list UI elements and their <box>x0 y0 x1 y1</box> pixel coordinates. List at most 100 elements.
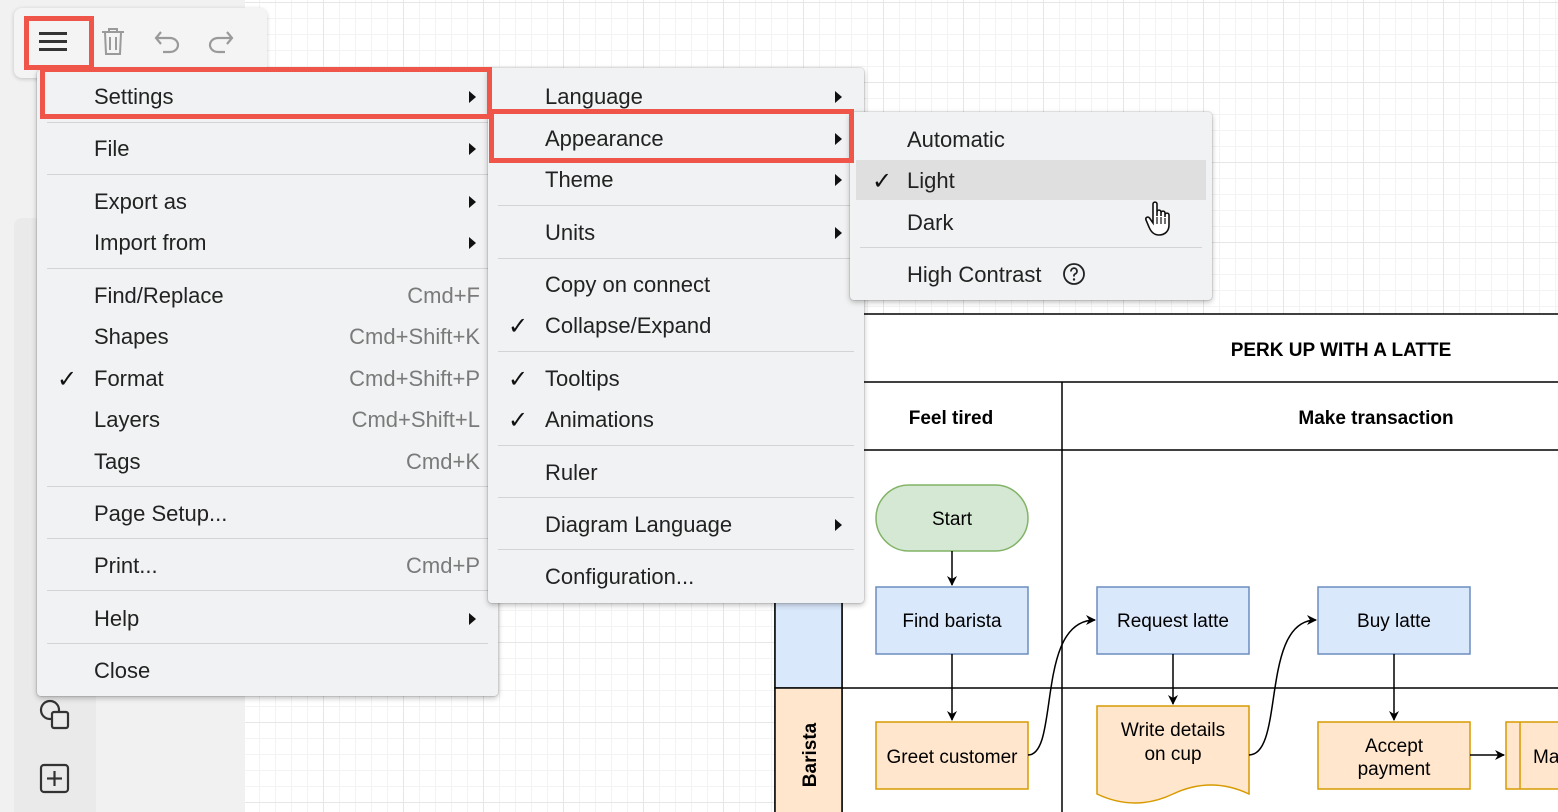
appearance-submenu: Automatic ✓ Light Dark High Contrast <box>850 112 1212 300</box>
hand-cursor-icon <box>1145 201 1170 236</box>
menu-item-page-setup[interactable]: Page Setup... <box>37 493 498 533</box>
submenu-arrow-icon <box>469 237 476 249</box>
greet-customer-label: Greet customer <box>887 747 1019 768</box>
menu-item-print[interactable]: Print... Cmd+P <box>37 545 498 585</box>
trash-icon <box>102 28 124 55</box>
submenu-arrow-icon <box>835 174 842 186</box>
menu-item-export-as[interactable]: Export as <box>37 181 498 221</box>
menu-item-label: Format <box>94 366 164 391</box>
menu-item-settings[interactable]: Settings <box>37 76 498 116</box>
menu-item-copy-on-connect[interactable]: Copy on connect <box>488 264 864 304</box>
hamburger-menu-icon <box>39 32 67 51</box>
main-menu: Settings File Export as Import from Find… <box>37 70 498 696</box>
request-latte-node[interactable] <box>1096 586 1250 655</box>
menu-item-automatic[interactable]: Automatic <box>850 119 1212 159</box>
partial-node[interactable] <box>1505 721 1558 790</box>
undo-icon <box>154 31 180 54</box>
menu-item-label: Layers <box>94 407 161 432</box>
menu-item-label: Help <box>94 606 140 631</box>
menu-item-label: Copy on connect <box>545 272 711 297</box>
add-icon[interactable] <box>38 762 72 796</box>
menu-item-label: Theme <box>545 167 614 192</box>
menu-item-animations[interactable]: ✓ Animations <box>488 399 864 439</box>
buy-latte-label: Buy latte <box>1357 611 1431 632</box>
question-circle-icon[interactable] <box>1062 262 1086 286</box>
menu-item-appearance[interactable]: Appearance <box>488 118 864 158</box>
menu-item-diagram-language[interactable]: Diagram Language <box>488 504 864 544</box>
menu-button[interactable] <box>30 18 76 64</box>
menu-item-dark[interactable]: Dark <box>850 202 1212 242</box>
menu-item-find-replace[interactable]: Find/Replace Cmd+F <box>37 275 498 315</box>
settings-submenu: Language Appearance Theme Units Copy on … <box>488 68 864 603</box>
menu-item-label: Diagram Language <box>545 512 733 537</box>
menu-item-label: Light <box>907 168 955 193</box>
menu-item-tooltips[interactable]: ✓ Tooltips <box>488 358 864 398</box>
greet-customer-node[interactable] <box>875 721 1029 790</box>
menu-item-label: High Contrast <box>907 262 1042 287</box>
submenu-arrow-icon <box>835 91 842 103</box>
menu-item-label: Dark <box>907 210 954 235</box>
shortcut-label: Cmd+F <box>407 283 480 308</box>
menu-item-label: Language <box>545 84 643 109</box>
column-make-transaction: Make transaction <box>1298 408 1453 429</box>
submenu-arrow-icon <box>835 133 842 145</box>
menu-item-label: Configuration... <box>545 564 695 589</box>
checkmark-icon: ✓ <box>508 366 529 393</box>
menu-item-layers[interactable]: Layers Cmd+Shift+L <box>37 399 498 439</box>
menu-item-label: Appearance <box>545 126 664 151</box>
undo-button[interactable] <box>144 18 190 64</box>
submenu-arrow-icon <box>835 519 842 531</box>
checkmark-icon: ✓ <box>872 168 893 195</box>
menu-item-shapes[interactable]: Shapes Cmd+Shift+K <box>37 316 498 356</box>
menu-item-help[interactable]: Help <box>37 598 498 638</box>
submenu-arrow-icon <box>469 143 476 155</box>
edge-write-buy[interactable] <box>1248 615 1317 756</box>
start-node-label: Start <box>932 509 973 530</box>
menu-item-file[interactable]: File <box>37 128 498 168</box>
menu-item-light[interactable]: ✓ Light <box>856 160 1206 200</box>
menu-item-close[interactable]: Close <box>37 650 498 690</box>
accept-payment-label-1: Accept <box>1365 736 1424 757</box>
menu-item-configuration[interactable]: Configuration... <box>488 556 864 596</box>
menu-item-label: Settings <box>94 84 174 109</box>
menu-item-ruler[interactable]: Ruler <box>488 452 864 492</box>
write-details-label-2: on cup <box>1144 744 1201 765</box>
shortcut-label: Cmd+K <box>406 449 480 474</box>
menu-item-units[interactable]: Units <box>488 212 864 252</box>
diagram-title: PERK UP WITH A LATTE <box>1231 340 1452 361</box>
menu-item-format[interactable]: ✓ Format Cmd+Shift+P <box>37 358 498 398</box>
find-barista-node[interactable] <box>875 586 1029 655</box>
shortcut-label: Cmd+Shift+L <box>351 407 480 432</box>
checkmark-icon: ✓ <box>57 366 78 393</box>
redo-button[interactable] <box>198 18 244 64</box>
write-details-label-1: Write details <box>1121 720 1225 741</box>
menu-item-label: Automatic <box>907 127 1005 152</box>
menu-item-label: Import from <box>94 230 207 255</box>
shortcut-label: Cmd+Shift+K <box>349 324 480 349</box>
menu-item-import-from[interactable]: Import from <box>37 222 498 262</box>
menu-item-theme[interactable]: Theme <box>488 159 864 199</box>
accept-payment-node[interactable] <box>1317 721 1471 790</box>
barista-lane-header[interactable] <box>774 687 843 812</box>
edge-greet-request[interactable] <box>1027 615 1096 756</box>
checkmark-icon: ✓ <box>508 407 529 434</box>
find-barista-label: Find barista <box>902 611 1002 632</box>
shortcut-label: Cmd+P <box>406 553 480 578</box>
shapes-icon[interactable] <box>38 698 72 732</box>
menu-item-high-contrast[interactable]: High Contrast <box>850 254 1212 294</box>
accept-payment-label-2: payment <box>1358 759 1432 780</box>
menu-item-label: Tags <box>94 449 141 474</box>
write-details-node[interactable] <box>1096 705 1250 804</box>
request-latte-label: Request latte <box>1117 611 1229 632</box>
menu-item-label: Close <box>94 658 151 683</box>
top-toolbar <box>14 8 267 78</box>
shortcut-label: Cmd+Shift+P <box>349 366 480 391</box>
menu-item-tags[interactable]: Tags Cmd+K <box>37 441 498 481</box>
delete-button[interactable] <box>90 18 136 64</box>
checkmark-icon: ✓ <box>508 313 529 340</box>
menu-item-collapse-expand[interactable]: ✓ Collapse/Expand <box>488 305 864 345</box>
menu-item-language[interactable]: Language <box>488 76 864 116</box>
submenu-arrow-icon <box>469 613 476 625</box>
partial-node-label: Ma <box>1533 747 1558 768</box>
menu-item-label: Shapes <box>94 324 169 349</box>
